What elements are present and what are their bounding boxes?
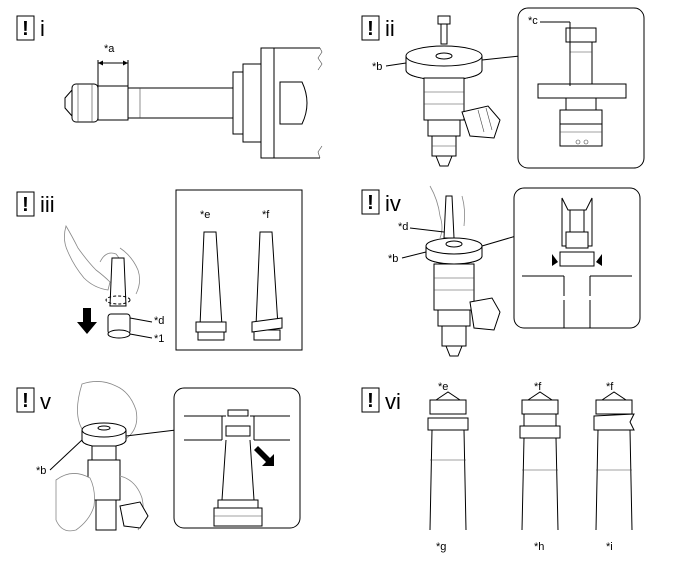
step-i: ! i *a: [16, 15, 323, 159]
caution-icon: !: [361, 15, 380, 41]
o-ring-comparison: [427, 391, 635, 531]
step-numeral-i: i: [40, 16, 45, 41]
label-b: *b: [388, 253, 398, 265]
step-v: ! v *b: [16, 381, 301, 532]
detail-box-ii: [517, 7, 645, 169]
svg-text:!: !: [367, 18, 374, 40]
step-numeral-ii: ii: [385, 16, 395, 41]
step-numeral-iv: iv: [385, 191, 401, 216]
caution-icon: !: [16, 15, 35, 41]
injector-tool-push: [425, 185, 517, 357]
step-ii: ! ii *b: [361, 7, 645, 169]
step-vi: ! vi *e *f *f *g *h *i: [361, 381, 635, 553]
label-h: *h: [534, 541, 544, 553]
caution-icon: !: [16, 387, 35, 413]
step-iii: ! iii *d *1: [16, 189, 303, 351]
caution-icon: !: [361, 387, 380, 413]
label-d: *d: [154, 315, 164, 327]
label-g: *g: [436, 541, 446, 553]
label-f-2: *f: [606, 381, 614, 393]
label-b: *b: [36, 465, 46, 477]
label-e: *e: [200, 209, 210, 221]
step-numeral-iii: iii: [40, 192, 55, 217]
detail-box-v: [173, 387, 301, 529]
label-a: *a: [104, 43, 115, 55]
label-d: *d: [398, 221, 408, 233]
label-1: *1: [154, 333, 164, 345]
svg-text:!: !: [367, 192, 374, 214]
label-c: *c: [528, 15, 538, 27]
label-i: *i: [606, 541, 613, 553]
step-iv: ! iv *d *b: [361, 185, 641, 357]
svg-text:!: !: [22, 18, 29, 40]
svg-text:!: !: [22, 194, 29, 216]
step-numeral-v: v: [40, 389, 51, 414]
caution-icon: !: [16, 191, 35, 217]
injector-with-tool: [405, 15, 521, 167]
caution-icon: !: [361, 189, 380, 215]
hand-with-tool: [64, 225, 153, 339]
detail-box-iv: [513, 187, 641, 329]
label-f: *f: [262, 209, 270, 221]
injector-side-view: [64, 47, 323, 159]
label-b: *b: [372, 61, 382, 73]
label-f-1: *f: [534, 381, 542, 393]
svg-text:!: !: [367, 390, 374, 412]
svg-text:!: !: [22, 390, 29, 412]
label-e: *e: [438, 381, 448, 393]
step-numeral-vi: vi: [385, 389, 401, 414]
hands-with-injector: [55, 381, 177, 532]
comparison-box-iii: [175, 189, 303, 351]
